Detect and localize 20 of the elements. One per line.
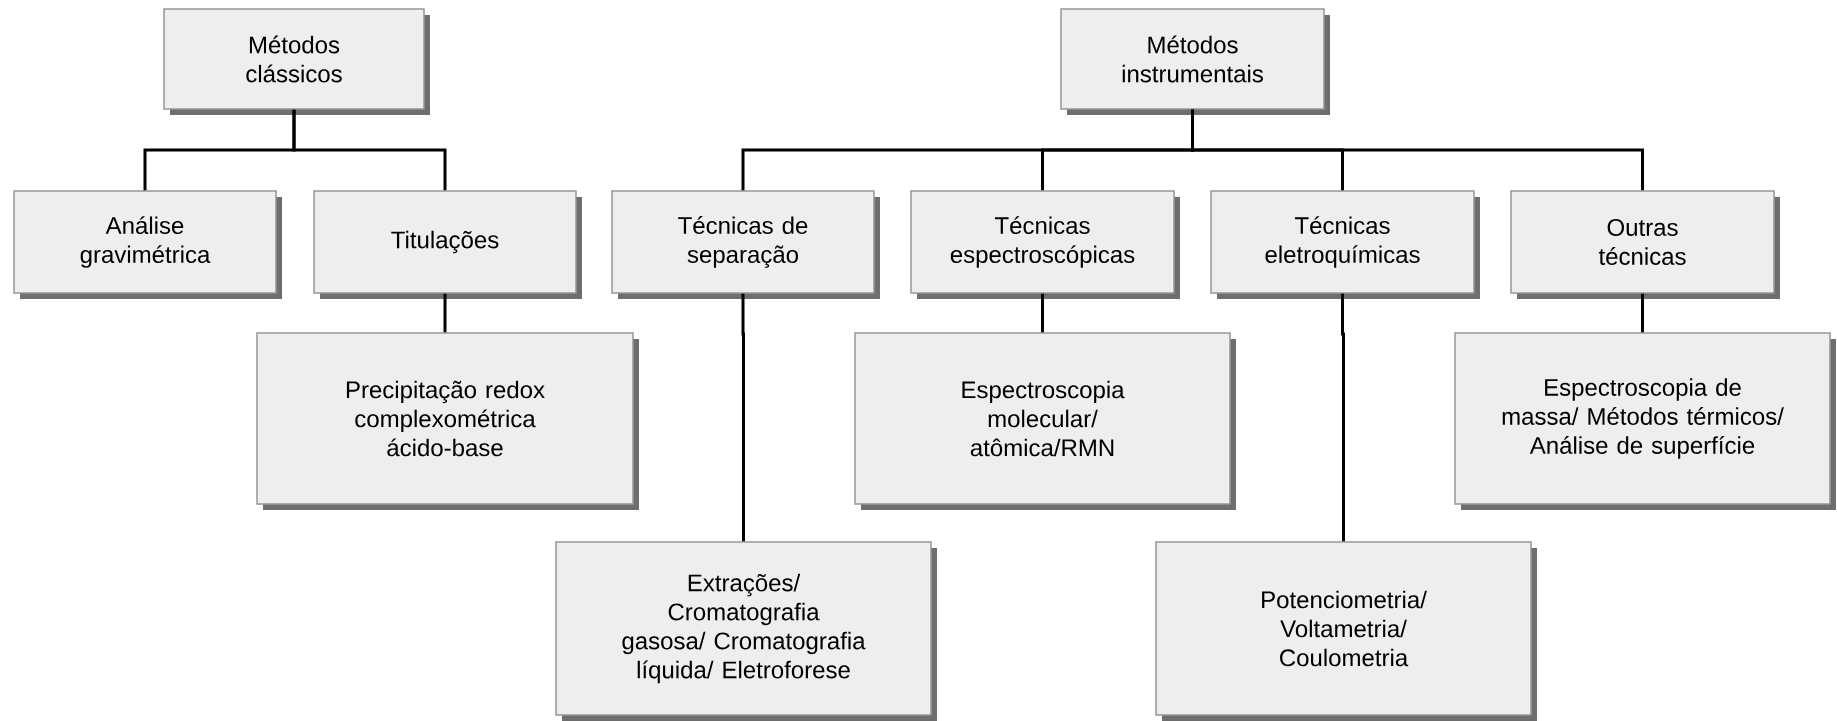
connector-line	[1341, 293, 1345, 542]
connector-line	[741, 293, 745, 542]
method-box: Técnicas espectroscópicas	[910, 190, 1180, 299]
method-box: Espectroscopia molecular/ atômica/RMN	[854, 332, 1236, 510]
method-box: Precipitação redox complexométrica ácido-base	[256, 332, 639, 510]
method-box: Análise gravimétrica	[13, 190, 282, 299]
method-box: Técnicas de separação	[611, 190, 880, 299]
method-box: Métodos instrumentais	[1060, 8, 1330, 115]
connector-line	[1041, 293, 1044, 333]
method-box: Potenciometria/ Voltametria/ Coulometria	[1155, 541, 1537, 721]
connector-line	[443, 293, 447, 333]
method-box: Outras técnicas	[1510, 190, 1780, 299]
connector-line	[292, 109, 447, 191]
connector-line	[1191, 109, 1644, 191]
method-box: Técnicas eletroquímicas	[1210, 190, 1480, 299]
method-box: Métodos clássicos	[163, 8, 430, 115]
connector-line	[1641, 293, 1644, 333]
method-box: Titulações	[313, 190, 582, 299]
method-box: Extrações/ Cromatografia gasosa/ Cromatografia líquida/ Eletroforese	[555, 541, 937, 721]
method-box: Espectroscopia de massa/ Métodos térmicos/ Análise de superfície	[1454, 332, 1836, 510]
